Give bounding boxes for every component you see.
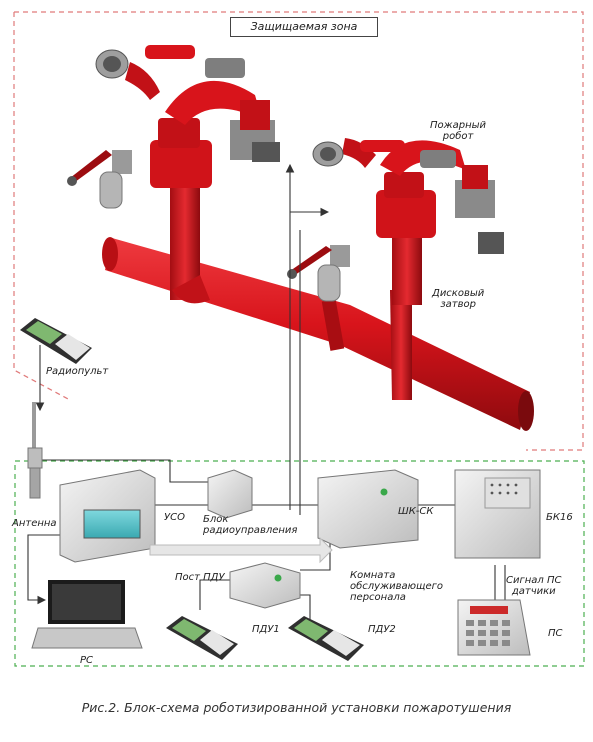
- radio-unit-label-line2: радиоуправления: [203, 525, 298, 536]
- protected-zone-title: Защищаемая зона: [230, 17, 378, 37]
- post-pdu-label: Пост ПДУ: [175, 572, 225, 583]
- data-bus-arrow: [149, 536, 333, 564]
- antenna-device: [27, 402, 43, 499]
- disc-valve-label-line1: Дисковый: [432, 288, 485, 299]
- pdu2-remote: [288, 616, 364, 661]
- protected-zone-border: [13, 11, 584, 451]
- signal-lines: [27, 163, 506, 620]
- signal-ps-label-line2: датчики: [511, 586, 556, 597]
- pdu2-label: ПДУ2: [368, 624, 396, 635]
- fire-robot-label-line1: Пожарный: [430, 120, 487, 131]
- disc-valve-label: Дисковый затвор: [432, 288, 484, 310]
- ps-panel: [457, 599, 531, 656]
- ps-label: ПС: [548, 628, 563, 639]
- radio-unit-label: Блок радиоуправления: [203, 514, 297, 536]
- staff-room-label-line2: обслуживающего: [350, 581, 443, 592]
- staff-room-label-line1: Комната: [350, 570, 396, 581]
- pc-label: РС: [80, 655, 94, 666]
- radio-remote-device: [20, 318, 92, 364]
- radio-control-unit: [207, 469, 253, 519]
- bk16-cabinet: [454, 469, 541, 559]
- staff-room-label: Комната обслуживающего персонала: [350, 570, 458, 603]
- shk-sk-label: ШК-СК: [398, 506, 434, 517]
- radio-unit-label-line1: Блок: [203, 514, 229, 525]
- uso-cabinet: [59, 469, 156, 563]
- radio-remote-label: Радиопульт: [46, 366, 109, 377]
- disc-valve-label-line2: затвор: [440, 299, 476, 310]
- uso-label: УСО: [164, 512, 185, 523]
- post-pdu-box: [229, 562, 301, 609]
- pdu1-label: ПДУ1: [252, 624, 280, 635]
- fire-robot-installation: [67, 45, 534, 431]
- signal-ps-label: Сигнал ПС датчики: [506, 575, 561, 597]
- fire-robot-label: Пожарный робот: [430, 120, 486, 142]
- shk-sk-cabinet: [317, 469, 419, 549]
- antenna-label: Антенна: [12, 518, 57, 529]
- figure-caption: Рис.2. Блок-схема роботизированной устан…: [81, 700, 512, 715]
- pdu1-remote: [166, 616, 238, 660]
- signal-ps-label-line1: Сигнал ПС: [506, 575, 562, 586]
- fire-robot-label-line2: робот: [442, 131, 474, 142]
- bk16-label: БК16: [546, 512, 573, 523]
- staff-room-label-line3: персонала: [350, 592, 406, 603]
- pc-laptop: [31, 580, 143, 649]
